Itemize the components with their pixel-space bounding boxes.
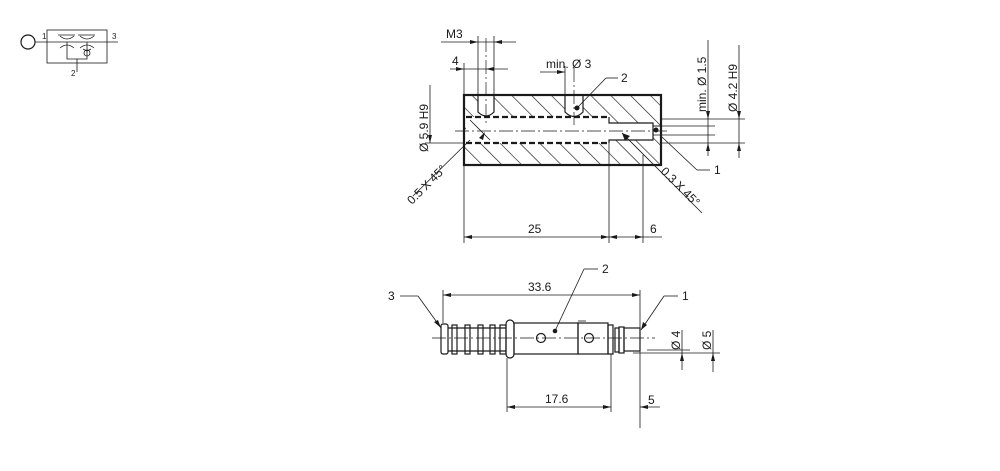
dim-length-25: 25 [528,222,542,236]
port-label-1: 1 [42,32,47,41]
callout-1: 1 [682,289,689,303]
port-label-3: 3 [112,32,117,41]
dim-chamfer-left: 0.5 X 45° [404,162,449,207]
check-valve-icon [83,49,91,57]
dim-min-small-bore: min. Ø 1.5 [695,56,709,112]
barb-ribs [440,323,507,355]
dim-diameter-4: Ø 4 [669,330,683,350]
dim-length-6: 6 [650,222,657,236]
source-circle-icon [20,34,36,50]
port-label-2: 2 [71,69,76,78]
section-view: M3 4 min. Ø 3 2 Ø 5.9 H9 0.5 X 45° 0.3 X… [404,27,745,243]
dim-min-hole: min. Ø 3 [546,57,592,71]
dim-thread-m3: M3 [446,27,463,41]
dim-overall-length: 33.6 [528,280,552,294]
callout-2: 2 [602,262,609,276]
part-outline [462,93,663,167]
valve-body-icon [46,29,108,64]
collar [505,319,515,359]
orifice-dot [653,127,659,133]
dim-thread-offset: 4 [452,54,459,68]
side-view: 33.6 17.6 5 Ø 4 Ø 5 3 2 1 [388,262,720,428]
dim-bore-diameter: Ø 5.9 H9 [417,104,431,152]
callout-3: 3 [388,289,395,303]
callout-1: 1 [714,163,721,177]
tip [623,327,641,352]
dim-small-bore-diameter: Ø 4.2 H9 [726,64,740,112]
dim-end-length: 5 [648,393,655,407]
dim-chamfer-right: 0.3 X 45° [658,164,703,209]
dim-body-length: 17.6 [545,392,569,406]
pneumatic-symbol: 1 2 3 [20,29,118,78]
dim-diameter-5: Ø 5 [700,330,714,350]
callout-2: 2 [621,71,628,85]
